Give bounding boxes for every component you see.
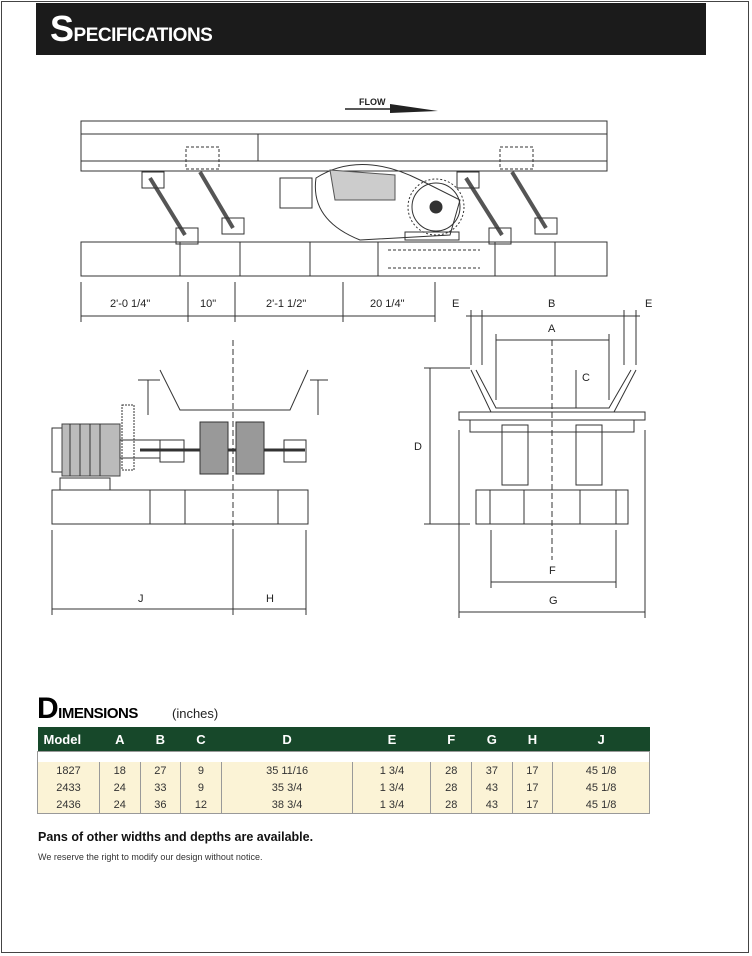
dimensions-unit: (inches): [172, 706, 219, 721]
dim-letter-h: H: [266, 593, 274, 605]
disclaimer-note: We reserve the right to modify our desig…: [38, 852, 263, 862]
table-cell: 17: [511, 762, 553, 779]
table-cell: 33: [139, 779, 181, 796]
table-cell: 45 1/8: [552, 796, 650, 814]
header-bar: Specifications: [36, 3, 706, 55]
table-cell: 43: [471, 779, 513, 796]
dim-letter-f: F: [549, 565, 556, 577]
table-cell: 1827: [37, 762, 100, 779]
table-cell: 2436: [37, 796, 100, 814]
dim-letter-g: G: [549, 595, 558, 607]
table-cell: 24: [99, 779, 141, 796]
table-cell: 37: [471, 762, 513, 779]
table-cell: 35 11/16: [220, 762, 353, 779]
side-view: [80, 104, 608, 322]
table-cell: 28: [430, 779, 472, 796]
front-view: [51, 340, 328, 615]
side-dim-3: 2'-1 1/2": [266, 298, 307, 310]
dimensions-title: Dimensions: [37, 692, 138, 725]
dim-letter-e-right: E: [645, 298, 653, 310]
col-header-f: F: [430, 727, 472, 752]
col-header-e: E: [352, 727, 431, 752]
table-cell: 1 3/4: [352, 779, 431, 796]
dim-letter-a: A: [548, 323, 556, 335]
end-view: [424, 310, 646, 618]
col-header-h: H: [512, 727, 553, 752]
technical-drawing: [51, 104, 646, 618]
table-cell: 17: [511, 796, 553, 814]
side-dim-2: 10": [200, 298, 217, 310]
col-header-j: J: [552, 727, 650, 752]
dim-letter-c: C: [582, 372, 590, 384]
table-cell: 43: [471, 796, 513, 814]
dim-letter-d: D: [414, 441, 422, 453]
table-cell: 18: [99, 762, 141, 779]
table-cell: 1 3/4: [352, 796, 431, 814]
availability-note: Pans of other widths and depths are avai…: [38, 830, 314, 844]
dim-letter-j: J: [138, 593, 144, 605]
table-cell: 17: [511, 779, 553, 796]
col-header-model: Model: [37, 727, 100, 752]
table-cell: 35 3/4: [220, 779, 353, 796]
table-spacer: [37, 751, 650, 762]
col-header-b: B: [140, 727, 181, 752]
col-header-d: D: [221, 727, 353, 752]
table-cell: 36: [139, 796, 181, 814]
flow-label: FLOW: [359, 97, 386, 107]
table-cell: 9: [180, 779, 222, 796]
table-cell: 28: [430, 796, 472, 814]
table-cell: 27: [139, 762, 181, 779]
table-cell: 9: [180, 762, 222, 779]
dim-letter-e-left: E: [452, 298, 460, 310]
flow-arrow-icon: [390, 104, 438, 113]
table-cell: 38 3/4: [220, 796, 353, 814]
page-title: Specifications: [50, 8, 213, 49]
dim-letter-b: B: [548, 298, 556, 310]
table-cell: 45 1/8: [552, 762, 650, 779]
table-header-row: Model A B C D E F G H J: [37, 727, 650, 752]
table-cell: 12: [180, 796, 222, 814]
table-cell: 28: [430, 762, 472, 779]
col-header-a: A: [99, 727, 141, 752]
table-cell: 2433: [37, 779, 100, 796]
table-row: 2436 24 36 12 38 3/4 1 3/4 28 43 17 45 1…: [37, 796, 650, 814]
table-row: 2433 24 33 9 35 3/4 1 3/4 28 43 17 45 1/…: [37, 779, 650, 796]
table-cell: 24: [99, 796, 141, 814]
table-row: 1827 18 27 9 35 11/16 1 3/4 28 37 17 45 …: [37, 762, 650, 779]
side-dim-4: 20 1/4": [370, 298, 405, 310]
table-cell: 1 3/4: [352, 762, 431, 779]
dimensions-table: Model A B C D E F G H J 1827 18 27 9 35 …: [37, 727, 650, 814]
table-cell: 45 1/8: [552, 779, 650, 796]
side-dim-1: 2'-0 1/4": [110, 298, 151, 310]
col-header-g: G: [471, 727, 513, 752]
col-header-c: C: [180, 727, 222, 752]
